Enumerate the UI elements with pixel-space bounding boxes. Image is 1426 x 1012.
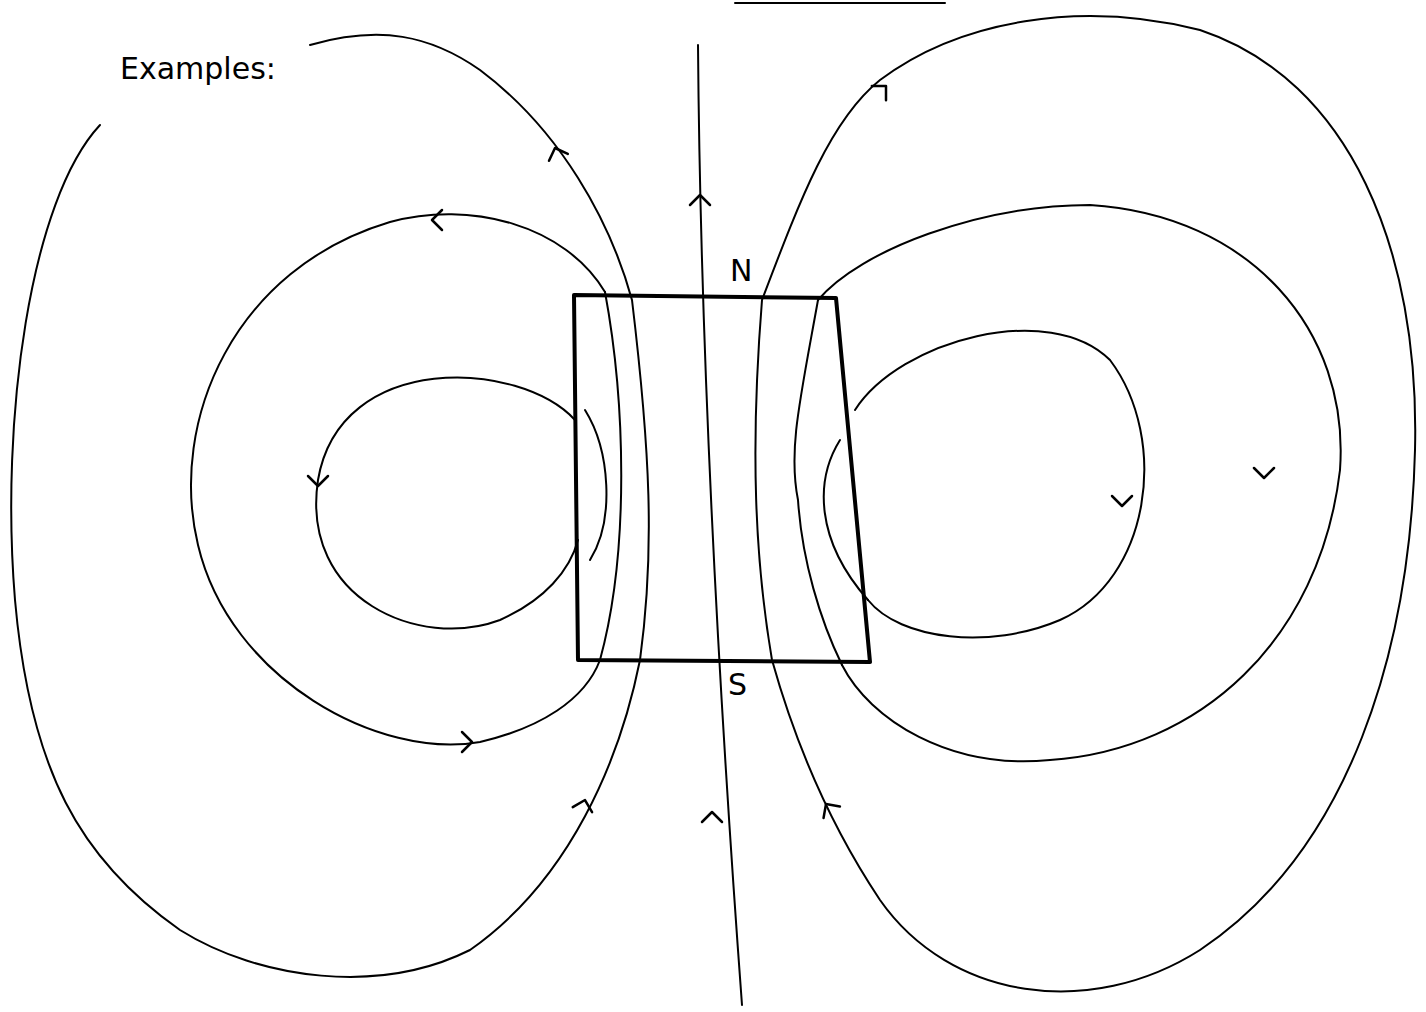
heading-note: Examples: xyxy=(118,52,278,85)
field-line xyxy=(191,214,605,744)
field-line xyxy=(855,331,1144,638)
pole-label: S xyxy=(726,668,749,701)
field-line xyxy=(585,410,606,560)
field-line xyxy=(794,300,842,665)
field-line xyxy=(600,292,621,660)
bar-magnet xyxy=(574,295,870,662)
pole-label: N xyxy=(728,254,754,287)
field-line xyxy=(818,205,1341,761)
top-rule xyxy=(735,2,945,4)
arrowheads xyxy=(308,79,1274,822)
field-line xyxy=(698,45,742,1005)
field-line xyxy=(11,35,649,977)
field-line xyxy=(316,377,578,628)
